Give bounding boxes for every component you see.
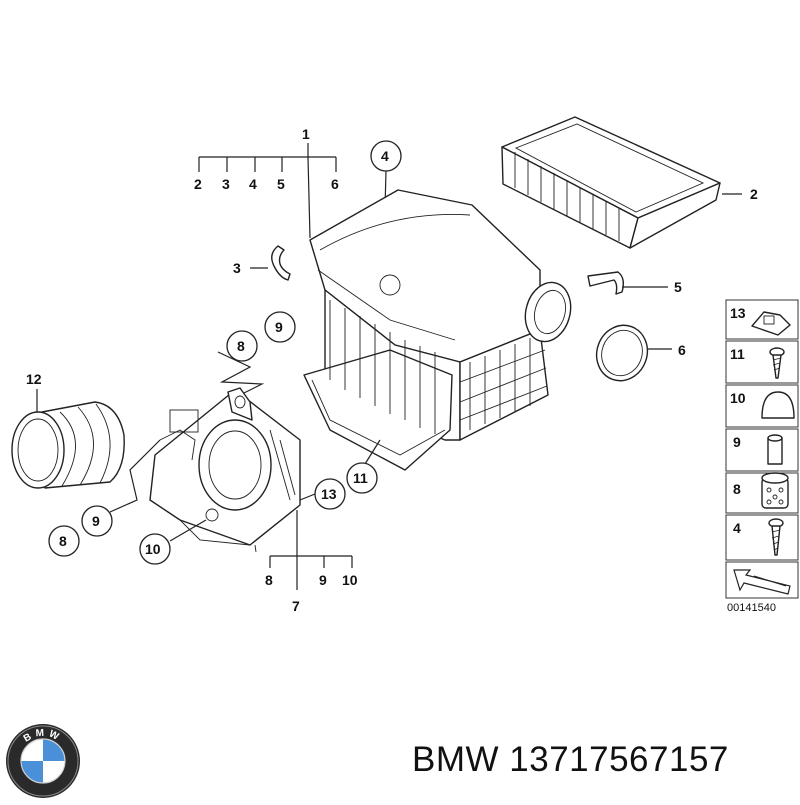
callout-1: 1 xyxy=(302,126,310,142)
callout-6-top: 6 xyxy=(331,176,339,192)
air-filter-element: 2 xyxy=(501,116,758,249)
callout-8-upper: 8 xyxy=(226,330,258,362)
callout-2-top: 2 xyxy=(194,176,202,192)
bushing-icon xyxy=(767,434,783,465)
callout-8-lower: 8 xyxy=(48,525,80,557)
air-filter-housing xyxy=(303,189,572,471)
callout-9-upper: 9 xyxy=(264,311,296,343)
callout-bracket-1: 1 2 3 4 5 6 xyxy=(194,126,339,239)
callout-7: 7 xyxy=(292,598,300,614)
callout-3-top: 3 xyxy=(222,176,230,192)
clip-part-3: 3 xyxy=(233,245,291,281)
clip-nut-icon xyxy=(751,311,791,336)
diagram-code: 00141540 xyxy=(727,602,776,614)
bmw-logo: BMW xyxy=(4,722,82,800)
legend-number-10: 10 xyxy=(730,390,746,406)
legend-number-11: 11 xyxy=(730,346,745,362)
callout-9-upper-label: 9 xyxy=(275,319,283,335)
legend-number-9: 9 xyxy=(733,434,741,450)
legend-number-8: 8 xyxy=(733,481,741,497)
callout-10-lower-label: 10 xyxy=(145,541,161,557)
callout-11-label: 11 xyxy=(353,470,368,486)
callout-10-lower: 10 xyxy=(139,533,171,565)
callout-13-label: 13 xyxy=(321,486,337,502)
callout-5-clip: 5 xyxy=(674,279,682,295)
seal-ring-6: 6 xyxy=(595,324,686,382)
intake-hose-12: 12 xyxy=(11,371,125,489)
callout-3-clip: 3 xyxy=(233,260,241,276)
callout-11: 11 xyxy=(346,439,381,494)
callout-10-bottom: 10 xyxy=(342,572,358,588)
callout-8-lower-label: 8 xyxy=(59,533,67,549)
callout-13: 13 xyxy=(314,478,346,510)
callout-12: 12 xyxy=(26,371,42,387)
callout-6-ring: 6 xyxy=(678,342,686,358)
callout-4-top: 4 xyxy=(249,176,257,192)
legend-panel: 13 11 10 9 8 4 xyxy=(725,299,799,614)
legend-number-4: 4 xyxy=(733,520,741,536)
callout-9-lower-label: 9 xyxy=(92,513,100,529)
clip-part-5: 5 xyxy=(587,271,682,295)
legend-number-13: 13 xyxy=(730,305,746,321)
intake-duct-7 xyxy=(149,387,301,553)
screw-icon-2 xyxy=(768,518,784,556)
callout-4-circle-label: 4 xyxy=(381,148,389,164)
callout-5-top: 5 xyxy=(277,176,285,192)
callout-bracket-7: 8 9 10 7 xyxy=(265,510,358,614)
callout-9-bottom: 9 xyxy=(319,572,327,588)
callout-8-upper-label: 8 xyxy=(237,338,245,354)
part-number-label: BMW 13717567157 xyxy=(412,740,729,779)
callout-8-bottom: 8 xyxy=(265,572,273,588)
arrow-icon xyxy=(733,569,791,595)
screw-icon xyxy=(769,347,785,379)
callout-2-filter: 2 xyxy=(750,186,758,202)
rubber-mount-icon xyxy=(761,472,789,509)
callout-9-lower: 9 xyxy=(81,505,113,537)
rubber-cap-icon xyxy=(761,391,795,419)
